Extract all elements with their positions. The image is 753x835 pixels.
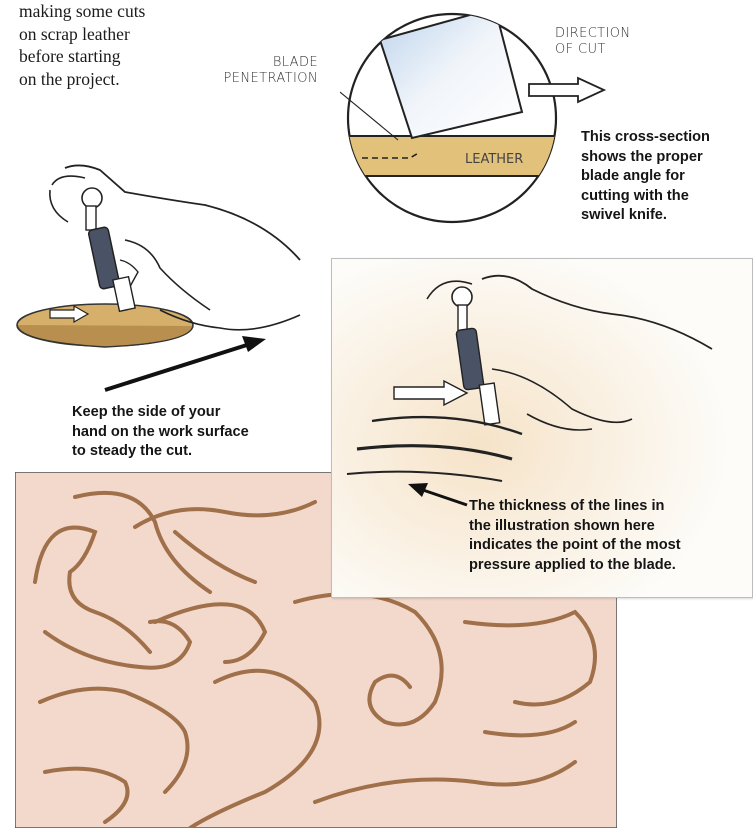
cross-section-caption: This cross-section shows the proper blad… [581,128,710,226]
intro-line: making some cuts [19,0,219,23]
leather-label: LEATHER [465,152,523,167]
caption-line: indicates the point of the most [469,536,681,556]
pressure-illustration-panel: The thickness of the lines in the illust… [331,258,753,598]
caption-line: blade angle for [581,167,710,187]
hand-tip-caption: Keep the side of your hand on the work s… [72,403,249,462]
caption-line: The thickness of the lines in [469,497,681,517]
hand-knife-illustration [10,150,340,400]
caption-line: to steady the cut. [72,442,249,462]
knife-yoke-icon [452,287,472,307]
direction-line: OF CUT [555,42,631,58]
caption-line: This cross-section [581,128,710,148]
intro-line: on scrap leather [19,23,219,46]
intro-line: before starting [19,45,219,68]
knife-yoke-icon [82,188,102,208]
blade-penetration-label: BLADE PENETRATION [208,55,318,87]
leather-band [340,136,580,176]
caption-line: the illustration shown here [469,517,681,537]
caption-line: swivel knife. [581,206,710,226]
caption-line: cutting with the [581,187,710,207]
intro-line: on the project. [19,68,219,91]
caption-line: Keep the side of your [72,403,249,423]
line-thickness-caption: The thickness of the lines in the illust… [469,497,681,575]
cross-section-diagram: LEATHER [340,0,580,240]
caption-line: hand on the work surface [72,423,249,443]
direction-line: DIRECTION [555,26,631,42]
steady-hand-arrow-icon [242,336,266,352]
caption-line: pressure applied to the blade. [469,556,681,576]
blade-penetration-line: BLADE [208,55,318,71]
intro-paragraph: making some cuts on scrap leather before… [19,0,219,90]
direction-arrow-icon [526,74,608,106]
direction-of-cut-label: DIRECTION OF CUT [555,26,631,58]
caption-line: shows the proper [581,148,710,168]
blade-penetration-line: PENETRATION [208,71,318,87]
